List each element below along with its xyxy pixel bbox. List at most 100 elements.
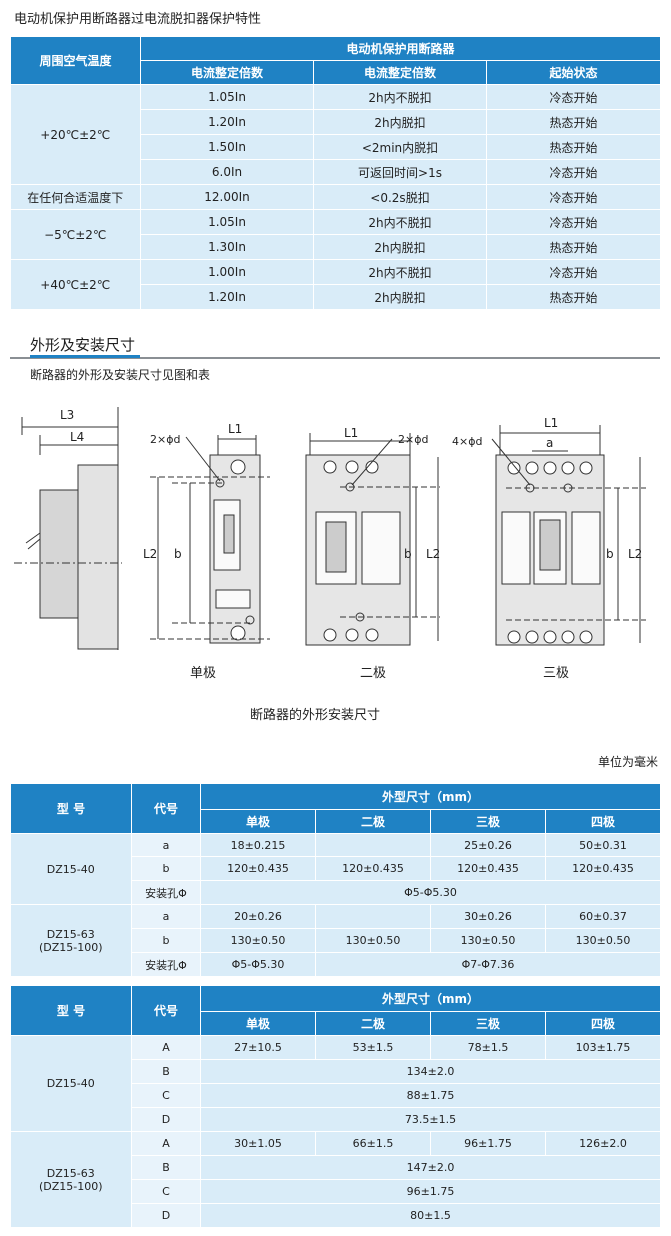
value-cell: 25±0.26	[430, 833, 546, 857]
value-cell: 30±0.26	[430, 904, 546, 929]
code-cell: 安装孔Φ	[131, 952, 201, 977]
value-cell: Φ5-Φ5.30	[200, 952, 316, 977]
value-cell: 78±1.5	[430, 1035, 546, 1060]
code-cell: b	[131, 928, 201, 953]
code-cell: C	[131, 1083, 201, 1108]
value-cell: 50±0.31	[545, 833, 662, 857]
value-cell: 120±0.435	[200, 856, 316, 881]
header-current-multiple-2: 电流整定倍数	[313, 60, 487, 85]
mult-cell: 1.00In	[140, 259, 314, 285]
single-pole-view	[150, 435, 270, 644]
caption-triple: 三极	[543, 666, 569, 681]
value-cell: 120±0.435	[430, 856, 546, 881]
label-b-single: b	[174, 547, 182, 561]
action-cell: <2min内脱扣	[313, 134, 487, 160]
label-a-triple: a	[546, 436, 553, 450]
header-single-pole: 单极	[200, 1011, 316, 1036]
action-cell: 2h内不脱扣	[313, 84, 487, 110]
action-cell: 2h内不脱扣	[313, 259, 487, 285]
action-cell: 可返回时间>1s	[313, 159, 487, 185]
mult-cell: 6.0In	[140, 159, 314, 185]
section-divider	[10, 357, 660, 359]
header-model: 型 号	[10, 783, 132, 834]
action-cell: 2h内脱扣	[313, 284, 487, 310]
value-cell	[315, 904, 431, 929]
value-cell: 60±0.37	[545, 904, 662, 929]
header-double-pole: 二极	[315, 809, 431, 834]
header-triple-pole: 三极	[430, 1011, 546, 1036]
value-cell: 130±0.50	[315, 928, 431, 953]
value-cell: 103±1.75	[545, 1035, 662, 1060]
state-cell: 热态开始	[486, 234, 662, 260]
caption-single: 单极	[190, 666, 216, 681]
dimension-table-1: 型 号 代号 外型尺寸（mm） 单极 二极 三极 四极 DZ15-40 a 18…	[10, 783, 662, 977]
header-model: 型 号	[10, 985, 132, 1036]
model-cell: DZ15-40	[10, 1035, 132, 1132]
temp-cell: −5℃±2℃	[10, 209, 141, 260]
value-cell: 130±0.50	[545, 928, 662, 953]
double-pole-view	[305, 433, 440, 646]
state-cell: 冷态开始	[486, 259, 662, 285]
value-cell: 130±0.50	[430, 928, 546, 953]
unit-note: 单位为毫米	[597, 755, 658, 769]
header-triple-pole: 三极	[430, 809, 546, 834]
temp-cell: 在任何合适温度下	[10, 184, 141, 210]
mult-cell: 1.20In	[140, 284, 314, 310]
action-cell: 2h内脱扣	[313, 234, 487, 260]
state-cell: 冷态开始	[486, 84, 662, 110]
value-cell: 80±1.5	[200, 1203, 662, 1228]
mult-cell: 1.50In	[140, 134, 314, 160]
header-initial-state: 起始状态	[485, 60, 662, 85]
label-l1-single: L1	[228, 422, 242, 436]
label-l3: L3	[60, 408, 74, 422]
state-cell: 热态开始	[486, 134, 662, 160]
value-cell: 53±1.5	[315, 1035, 431, 1060]
label-b-triple: b	[606, 547, 614, 561]
caption-double: 二极	[360, 666, 386, 681]
value-cell: 88±1.75	[200, 1083, 662, 1108]
figure-title: 断路器的外形安装尺寸	[250, 707, 380, 723]
code-cell: A	[131, 1035, 201, 1060]
header-double-pole: 二极	[315, 1011, 431, 1036]
value-cell: 120±0.435	[315, 856, 431, 881]
value-cell: 20±0.26	[200, 904, 316, 929]
model-cell: DZ15-40	[10, 833, 132, 905]
value-cell: 130±0.50	[200, 928, 316, 953]
header-temperature: 周围空气温度	[10, 36, 141, 85]
breaker-outline-drawing: L3 L4 L1 2×ϕd L2 b L1 2×ϕd b L2 L1 a 4×ϕ…	[14, 407, 646, 723]
protection-characteristics-table: 周围空气温度 电动机保护用断路器 电流整定倍数 电流整定倍数 起始状态 +20℃…	[10, 36, 662, 310]
header-outline-size: 外型尺寸（mm）	[199, 783, 662, 810]
label-l2-double: L2	[426, 547, 440, 561]
section-title: 外形及安装尺寸	[30, 336, 136, 354]
code-cell: a	[131, 904, 201, 929]
code-cell: D	[131, 1107, 201, 1132]
value-cell: 126±2.0	[545, 1131, 662, 1156]
code-cell: B	[131, 1059, 201, 1084]
value-cell: 147±2.0	[200, 1155, 662, 1180]
value-cell: 27±10.5	[200, 1035, 316, 1060]
header-current-multiple: 电流整定倍数	[140, 60, 314, 85]
state-cell: 冷态开始	[486, 209, 662, 235]
value-cell: Φ5-Φ5.30	[200, 880, 662, 905]
action-cell: 2h内不脱扣	[313, 209, 487, 235]
value-cell: 120±0.435	[545, 856, 662, 881]
label-l4: L4	[70, 430, 84, 444]
code-cell: b	[131, 856, 201, 881]
state-cell: 热态开始	[486, 109, 662, 135]
value-cell: 134±2.0	[200, 1059, 662, 1084]
mult-cell: 1.20In	[140, 109, 314, 135]
label-holes-single: 2×ϕd	[150, 433, 180, 446]
code-cell: 安装孔Φ	[131, 880, 201, 905]
header-four-pole: 四极	[544, 1011, 662, 1036]
mult-cell: 1.05In	[140, 209, 314, 235]
section-subtitle: 断路器的外形及安装尺寸见图和表	[30, 368, 211, 382]
value-cell: 96±1.75	[430, 1131, 546, 1156]
temp-cell: +20℃±2℃	[10, 84, 141, 185]
dimension-table-2: 型 号 代号 外型尺寸（mm） 单极 二极 三极 四极 DZ15-40 A 27…	[10, 985, 662, 1228]
header-code: 代号	[131, 783, 201, 834]
label-l1-triple: L1	[544, 416, 558, 430]
header-single-pole: 单极	[200, 809, 316, 834]
label-holes-triple: 4×ϕd	[452, 435, 482, 448]
temp-cell: +40℃±2℃	[10, 259, 141, 310]
header-code: 代号	[131, 985, 201, 1036]
